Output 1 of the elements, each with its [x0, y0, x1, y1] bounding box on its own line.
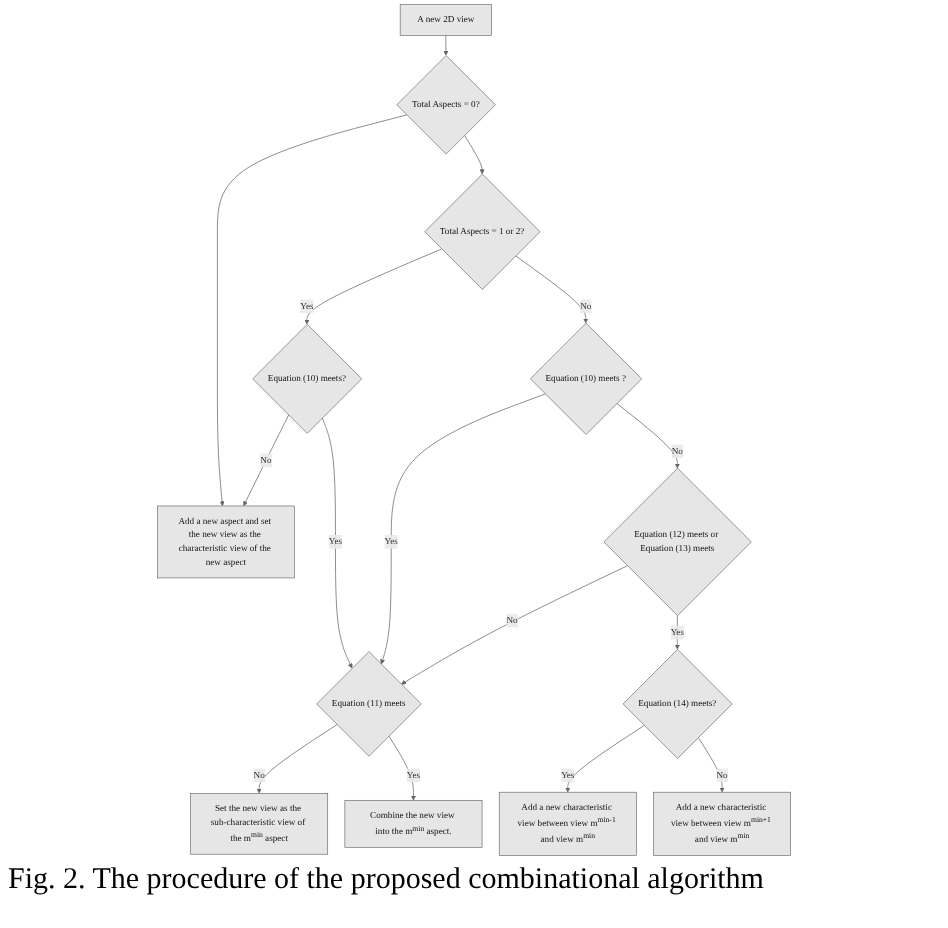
figure-caption: Fig. 2. The procedure of the proposed combinational algorithm — [6, 862, 766, 900]
